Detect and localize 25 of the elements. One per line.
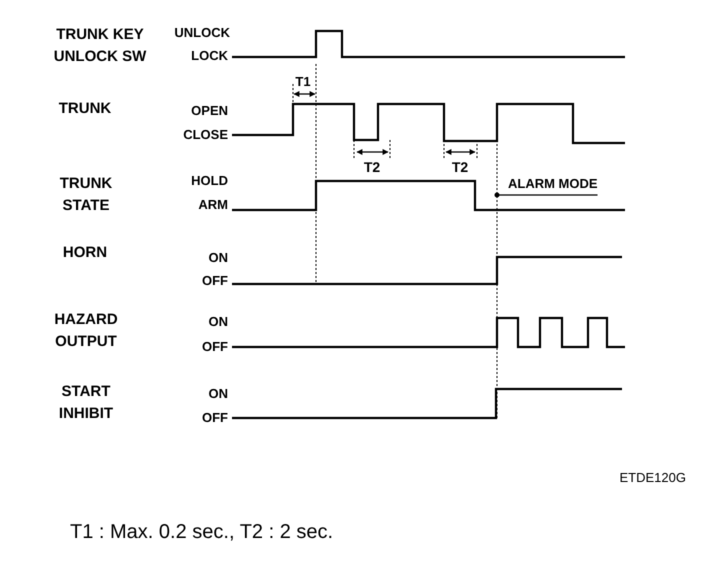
state-label: HOLD xyxy=(191,174,228,187)
signal-name: TRUNK KEY UNLOCK SW xyxy=(52,25,148,67)
annotation-text: ALARM MODE xyxy=(508,177,598,196)
interval-label: T1 xyxy=(295,75,311,88)
state-label: ON xyxy=(208,387,228,400)
leader-line xyxy=(494,192,598,198)
interval-label: T2 xyxy=(364,160,380,174)
figure-code: ETDE120G xyxy=(620,471,686,484)
state-label: ARM xyxy=(198,198,228,211)
state-label: OFF xyxy=(202,340,228,353)
signal-name: HAZARD OUTPUT xyxy=(53,310,119,352)
state-label: UNLOCK xyxy=(174,26,230,39)
state-label: CLOSE xyxy=(183,128,228,141)
state-label: OFF xyxy=(202,274,228,287)
signal-name: HORN xyxy=(62,245,108,260)
caption: T1 : Max. 0.2 sec., T2 : 2 sec. xyxy=(70,522,334,542)
state-label: LOCK xyxy=(191,49,228,62)
signal-name: TRUNK STATE xyxy=(58,174,114,216)
signal-name: TRUNK xyxy=(58,101,112,116)
signal-name: START INHIBIT xyxy=(58,382,114,424)
state-label: ON xyxy=(208,315,228,328)
state-label: ON xyxy=(208,251,228,264)
state-label: OPEN xyxy=(191,104,228,117)
state-label: OFF xyxy=(202,411,228,424)
interval-label: T2 xyxy=(452,160,468,174)
